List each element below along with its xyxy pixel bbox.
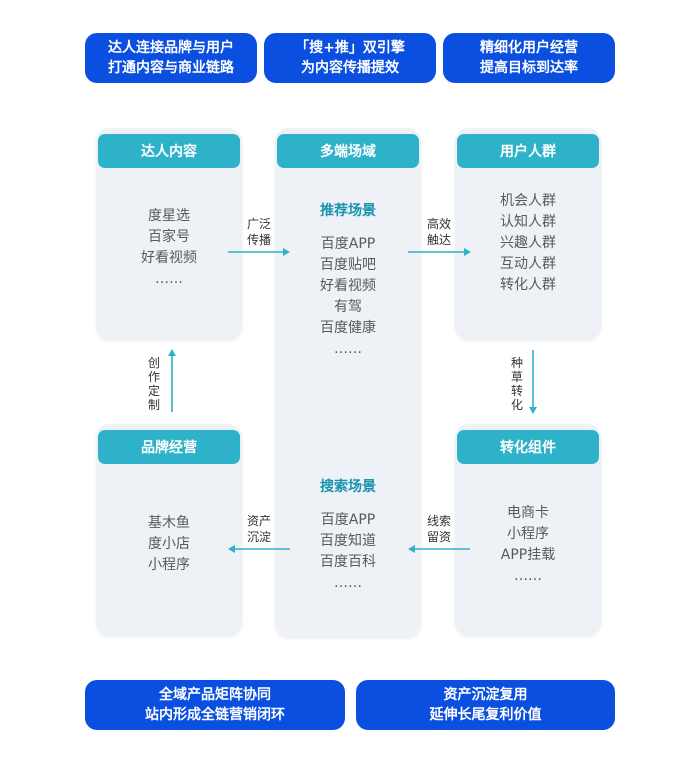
list-item: 机会人群 xyxy=(500,193,556,209)
banner-line: 「搜+推」双引擎 xyxy=(295,40,405,56)
card-header: 多端场域 xyxy=(277,134,419,168)
item-list: 机会人群 认知人群 兴趣人群 互动人群 转化人群 xyxy=(455,191,601,296)
list-item: 百度APP xyxy=(320,512,376,528)
list-item: …… xyxy=(334,341,362,357)
list-item: …… xyxy=(514,568,542,584)
card-header: 转化组件 xyxy=(457,430,599,464)
list-item: 小程序 xyxy=(507,526,549,542)
banner-asset-reuse: 资产沉淀复用 延伸长尾复利价值 xyxy=(356,680,615,730)
list-item: …… xyxy=(334,575,362,591)
list-item: 百度百科 xyxy=(320,554,376,570)
item-list: 百度APP 百度知道 百度百科 …… xyxy=(275,510,421,594)
list-item: …… xyxy=(155,271,183,287)
list-item: 好看视频 xyxy=(320,278,376,294)
list-item: 认知人群 xyxy=(500,214,556,230)
banner-line: 精细化用户经营 xyxy=(480,40,578,56)
banner-line: 站内形成全链营销闭环 xyxy=(145,707,285,723)
list-item: 互动人群 xyxy=(500,256,556,272)
arrowhead xyxy=(283,248,290,256)
card-creator-content: 达人内容 度星选 百家号 好看视频 …… xyxy=(96,128,242,340)
card-brand-ops: 品牌经营 基木鱼 度小店 小程序 xyxy=(96,424,242,636)
list-item: 百度健康 xyxy=(320,320,376,336)
arrowhead xyxy=(529,407,537,414)
list-item: 有驾 xyxy=(334,299,362,315)
banner-line: 资产沉淀复用 xyxy=(443,687,528,703)
arrow-label-deposit: 资产沉淀 xyxy=(246,514,271,544)
banner-line: 延伸长尾复利价值 xyxy=(429,707,542,723)
card-header: 用户人群 xyxy=(457,134,599,168)
list-item: 百度APP xyxy=(320,236,376,252)
banner-search-recommend: 「搜+推」双引擎 为内容传播提效 xyxy=(264,33,436,83)
search-scene-title: 搜索场景 xyxy=(320,479,376,495)
banner-creator-link: 达人连接品牌与用户 打通内容与商业链路 xyxy=(85,33,257,83)
list-item: 转化人群 xyxy=(500,277,556,293)
card-user-groups: 用户人群 机会人群 认知人群 兴趣人群 互动人群 转化人群 xyxy=(455,128,601,340)
list-item: 兴趣人群 xyxy=(500,235,556,251)
banner-line: 打通内容与商业链路 xyxy=(108,60,234,76)
list-item: 百度贴吧 xyxy=(320,257,376,273)
arrow-label-spread: 广泛传播 xyxy=(246,217,271,247)
arrow-label-create: 创作定制 xyxy=(147,356,160,412)
arrowhead xyxy=(408,545,415,553)
list-item: 度星选 xyxy=(148,208,190,224)
recommend-scene-title: 推荐场景 xyxy=(320,203,376,219)
banner-line: 提高目标到达率 xyxy=(480,60,578,76)
card-header: 达人内容 xyxy=(98,134,240,168)
card-conversion: 转化组件 电商卡 小程序 APP挂载 …… xyxy=(455,424,601,636)
banner-line: 全域产品矩阵协同 xyxy=(159,687,271,703)
banner-line: 达人连接品牌与用户 xyxy=(108,40,234,56)
arrow-label-seed: 种草转化 xyxy=(510,356,523,412)
list-item: 电商卡 xyxy=(507,505,549,521)
card-multi-scene: 多端场域 推荐场景 百度APP 百度贴吧 好看视频 有驾 百度健康 …… 搜索场… xyxy=(275,128,421,638)
arrowhead xyxy=(168,349,176,356)
banner-user-ops: 精细化用户经营 提高目标到达率 xyxy=(443,33,615,83)
item-list: 基木鱼 度小店 小程序 xyxy=(96,513,242,576)
list-item: 好看视频 xyxy=(141,250,197,266)
item-list: 度星选 百家号 好看视频 …… xyxy=(96,206,242,290)
banner-product-matrix: 全域产品矩阵协同 站内形成全链营销闭环 xyxy=(85,680,345,730)
arrowhead xyxy=(228,545,235,553)
list-item: 百度知道 xyxy=(320,533,376,549)
arrowhead xyxy=(464,248,471,256)
list-item: APP挂载 xyxy=(500,547,556,563)
list-item: 百家号 xyxy=(148,229,190,245)
card-header: 品牌经营 xyxy=(98,430,240,464)
list-item: 度小店 xyxy=(148,536,190,552)
item-list: 电商卡 小程序 APP挂载 …… xyxy=(455,503,601,587)
arrow-label-reach: 高效触达 xyxy=(426,217,451,247)
item-list: 百度APP 百度贴吧 好看视频 有驾 百度健康 …… xyxy=(275,234,421,360)
list-item: 小程序 xyxy=(148,557,190,573)
arrow-label-leads: 线索留资 xyxy=(426,514,451,544)
banner-line: 为内容传播提效 xyxy=(301,60,399,76)
list-item: 基木鱼 xyxy=(148,515,190,531)
